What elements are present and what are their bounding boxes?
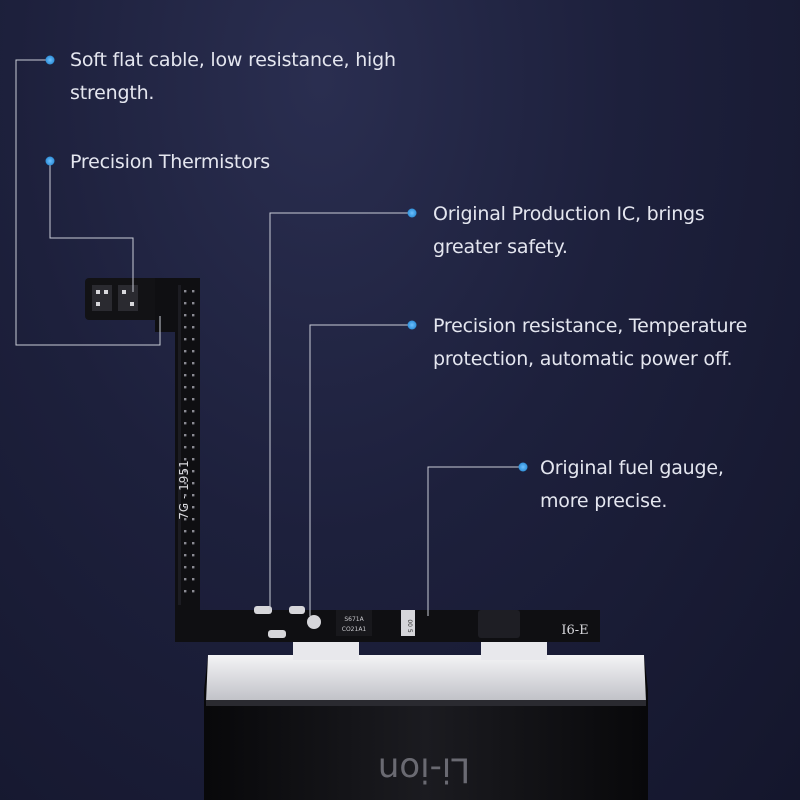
ic-label-line-2: CO21A1 xyxy=(342,626,367,633)
callout-text-line: Original Production IC, brings xyxy=(433,203,705,225)
callout-text-line: more precise. xyxy=(540,490,668,512)
resistor-component xyxy=(307,615,321,629)
fuel-gauge-chip xyxy=(401,610,415,636)
protection-ic xyxy=(336,610,372,636)
callout-line-3 xyxy=(269,212,410,611)
callout-cable: Soft flat cable, low resistance, high st… xyxy=(70,44,396,110)
callout-text-line: Precision Thermistors xyxy=(70,151,270,173)
board-label: I6-E xyxy=(561,623,588,638)
callout-lines xyxy=(15,59,521,616)
callout-dot-2 xyxy=(45,156,55,166)
callout-text-line: Soft flat cable, low resistance, high xyxy=(70,49,396,71)
small-chip-label: 00 5 xyxy=(406,619,413,633)
ic-label-line-1: S671A xyxy=(344,616,364,623)
flex-cable: S671A CO21A1 00 5 I6-E 7G - 1951 xyxy=(85,278,600,642)
callout-dot-1 xyxy=(45,55,55,65)
callout-line-5 xyxy=(427,466,521,616)
callout-production-ic: Original Production IC, brings greater s… xyxy=(433,198,705,264)
battery-cell: Li-ion xyxy=(204,632,648,800)
callout-dots xyxy=(45,55,528,472)
callout-text-line: Original fuel gauge, xyxy=(540,457,724,479)
callout-fuel-gauge: Original fuel gauge, more precise. xyxy=(540,452,724,518)
cable-via-dots xyxy=(184,290,195,593)
callout-dot-4 xyxy=(407,320,417,330)
callout-dot-3 xyxy=(407,208,417,218)
callout-text-line: strength. xyxy=(70,82,155,104)
callout-precision-resistance: Precision resistance, Temperature protec… xyxy=(433,310,747,376)
callout-text-line: Precision resistance, Temperature xyxy=(433,315,748,337)
callout-dot-5 xyxy=(518,462,528,472)
callout-line-4 xyxy=(309,324,410,616)
callout-line-1 xyxy=(15,59,161,346)
cable-vertical-label: 7G - 1951 xyxy=(177,460,191,519)
callout-thermistors: Precision Thermistors xyxy=(70,146,270,179)
callout-text-line: protection, automatic power off. xyxy=(433,348,733,370)
callout-text-line: greater safety. xyxy=(433,236,568,258)
callout-line-2 xyxy=(49,162,134,292)
battery-label: Li-ion xyxy=(378,750,470,790)
